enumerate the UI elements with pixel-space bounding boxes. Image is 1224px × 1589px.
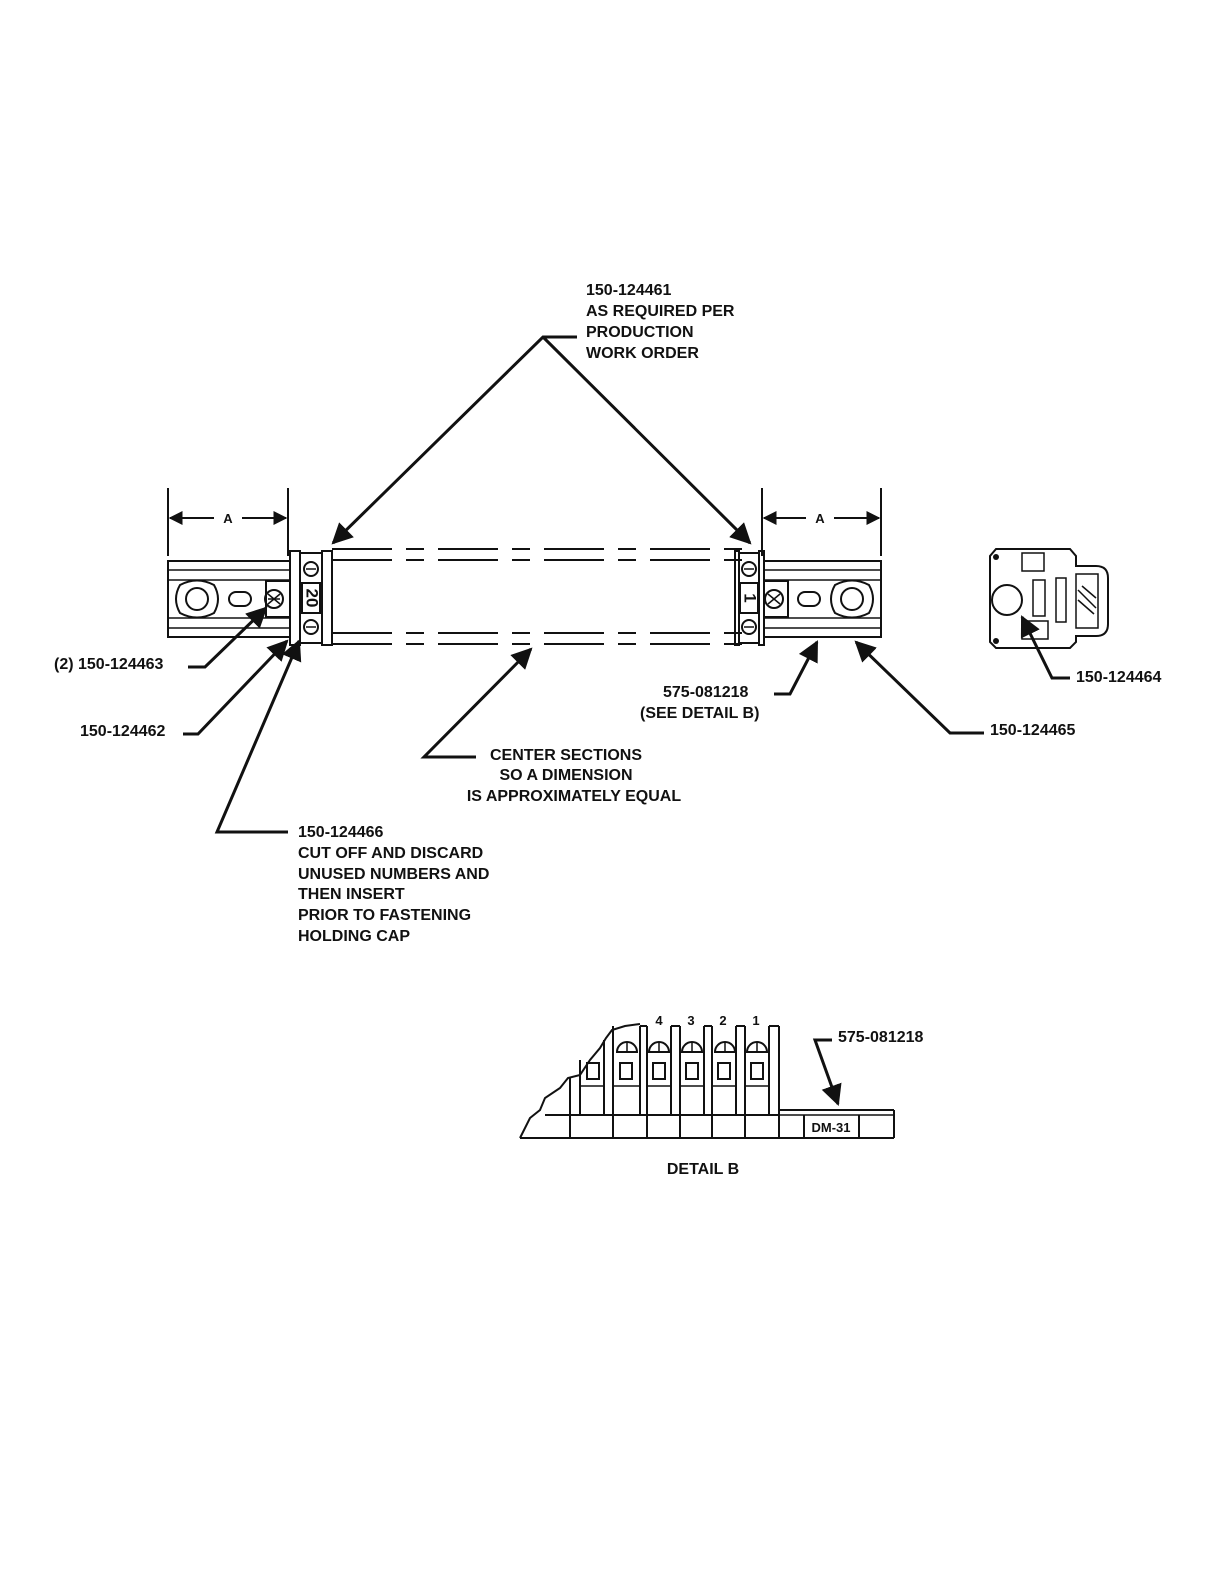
terminal-screw-icon	[741, 619, 757, 635]
callout-terminal-block-line-2: (SEE DETAIL B)	[640, 705, 759, 722]
terminal-screw-icon	[741, 561, 757, 577]
callout-rail-part-line-1: 150-124461	[586, 282, 672, 299]
callout-terminal-block: 575-081218 (SEE DETAIL B)	[640, 640, 819, 722]
callout-rail: 150-124465	[854, 640, 1076, 739]
callout-center-sections-line-2: SO A DIMENSION	[499, 767, 632, 784]
callout-end-block-label: 150-124462	[80, 723, 166, 740]
callout-end-block: 150-124462	[80, 639, 289, 740]
callout-marker-strip-line-3: UNUSED NUMBERS AND	[298, 866, 489, 883]
leader-end-view	[1020, 615, 1070, 680]
callout-marker-strip: 150-124466 CUT OFF AND DISCARD UNUSED NU…	[214, 639, 489, 945]
terminal-number-left: 20	[303, 589, 322, 608]
terminal-end-left: 20	[289, 550, 333, 646]
callout-center-sections: CENTER SECTIONS SO A DIMENSION IS APPROX…	[420, 647, 681, 805]
callout-end-stop-label: (2) 150-124463	[54, 656, 164, 673]
callout-marker-strip-line-5: PRIOR TO FASTENING	[298, 907, 471, 924]
center-sections	[332, 548, 750, 645]
leader-rail-left	[331, 335, 577, 545]
callout-center-sections-line-1: CENTER SECTIONS	[490, 747, 642, 764]
callout-marker-strip-line-6: HOLDING CAP	[298, 928, 410, 945]
detail-b: DM-31	[519, 1013, 924, 1178]
detail-b-number-3: 3	[687, 1013, 694, 1028]
terminal-number-right: 1	[741, 593, 760, 602]
dimension-right-label: A	[815, 511, 825, 526]
callout-end-stop: (2) 150-124463	[54, 606, 268, 673]
callout-rail-part-line-3: PRODUCTION	[586, 324, 694, 341]
callout-end-view: 150-124464	[1076, 669, 1162, 686]
detail-b-part: 575-081218	[838, 1029, 924, 1046]
rail-right-slot	[797, 591, 821, 607]
terminal-screw-icon	[303, 619, 319, 635]
leader-rail-right	[541, 335, 752, 545]
dimension-left-label: A	[223, 511, 233, 526]
rail-left-slot	[228, 591, 252, 607]
rail-right-hole	[840, 587, 864, 611]
callout-center-sections-line-3: IS APPROXIMATELY EQUAL	[467, 788, 681, 805]
detail-b-number-2: 2	[719, 1013, 726, 1028]
detail-b-number-4: 4	[655, 1013, 663, 1028]
end-view: 150-124464	[989, 548, 1162, 686]
detail-b-number-1: 1	[752, 1013, 759, 1028]
rail-left	[167, 560, 291, 638]
callout-rail-part-line-2: AS REQUIRED PER	[586, 303, 735, 320]
terminal-end-right: 1	[734, 550, 765, 646]
rail-left-hole	[185, 587, 209, 611]
callout-rail-part: 150-124461 AS REQUIRED PER PRODUCTION WO…	[331, 282, 752, 545]
callout-marker-strip-line-4: THEN INSERT	[298, 886, 405, 903]
callout-marker-strip-line-2: CUT OFF AND DISCARD	[298, 845, 483, 862]
callout-rail-part-line-4: WORK ORDER	[586, 345, 699, 362]
detail-b-tag: DM-31	[811, 1120, 850, 1135]
detail-b-title: DETAIL B	[667, 1161, 739, 1178]
callout-rail-label: 150-124465	[990, 722, 1076, 739]
detail-b-terminals	[545, 1025, 780, 1138]
dimension-right: A	[761, 488, 882, 556]
terminal-screw-icon	[303, 561, 319, 577]
callout-marker-strip-line-1: 150-124466	[298, 824, 384, 841]
rail-right	[763, 560, 882, 638]
callout-terminal-block-line-1: 575-081218	[663, 684, 749, 701]
dimension-left: A	[167, 488, 289, 556]
